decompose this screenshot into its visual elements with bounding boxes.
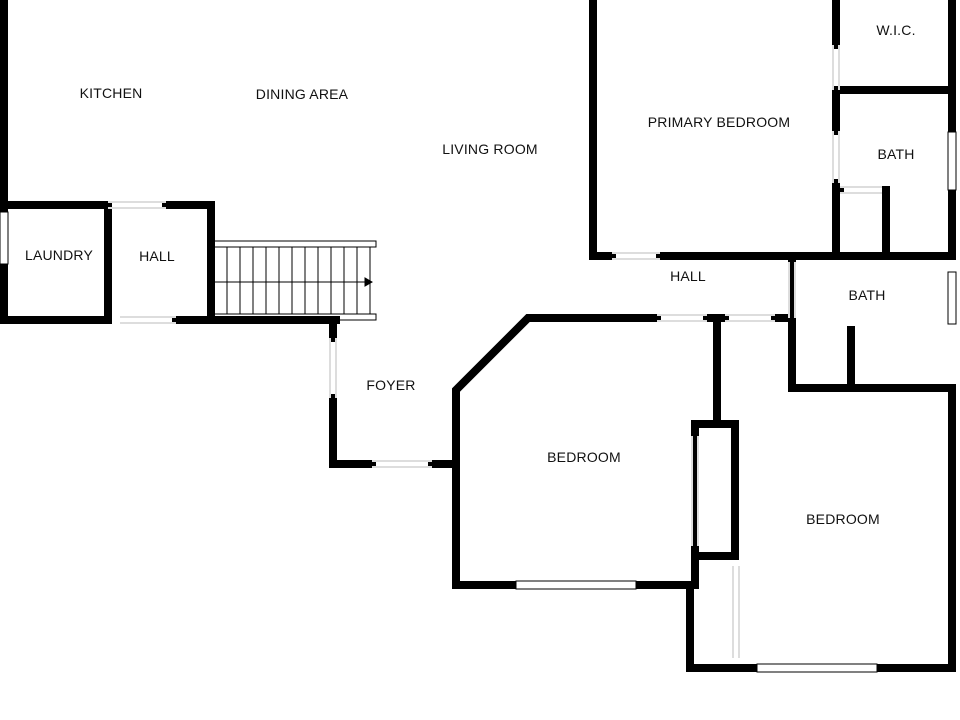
staircase bbox=[212, 240, 377, 321]
stair-arrow bbox=[364, 277, 374, 287]
window-laundry bbox=[0, 211, 9, 265]
room-label-laundry: LAUNDRY bbox=[24, 247, 94, 263]
window-bath-center bbox=[947, 271, 957, 325]
room-label-bath-primary: BATH bbox=[877, 146, 915, 162]
window-bedroom-center bbox=[515, 580, 637, 590]
window-bath-primary bbox=[947, 131, 957, 191]
room-label-bedroom-right: BEDROOM bbox=[806, 511, 880, 527]
door-openings bbox=[108, 45, 882, 658]
room-label-bedroom-center: BEDROOM bbox=[547, 449, 621, 465]
room-label-hall-left: HALL bbox=[139, 248, 175, 264]
walls bbox=[0, 0, 956, 672]
room-label-bath-center: BATH bbox=[848, 287, 886, 303]
room-label-living-room: LIVING ROOM bbox=[442, 141, 538, 157]
window-bedroom-right bbox=[756, 663, 878, 673]
room-label-dining-area: DINING AREA bbox=[255, 86, 349, 102]
room-label-primary-bedroom: PRIMARY BEDROOM bbox=[647, 114, 791, 130]
room-label-hall-center: HALL bbox=[670, 268, 706, 284]
room-label-foyer: FOYER bbox=[366, 377, 416, 393]
room-label-kitchen: KITCHEN bbox=[79, 85, 143, 101]
room-label-wic: W.I.C. bbox=[876, 22, 916, 38]
windows bbox=[0, 131, 957, 673]
